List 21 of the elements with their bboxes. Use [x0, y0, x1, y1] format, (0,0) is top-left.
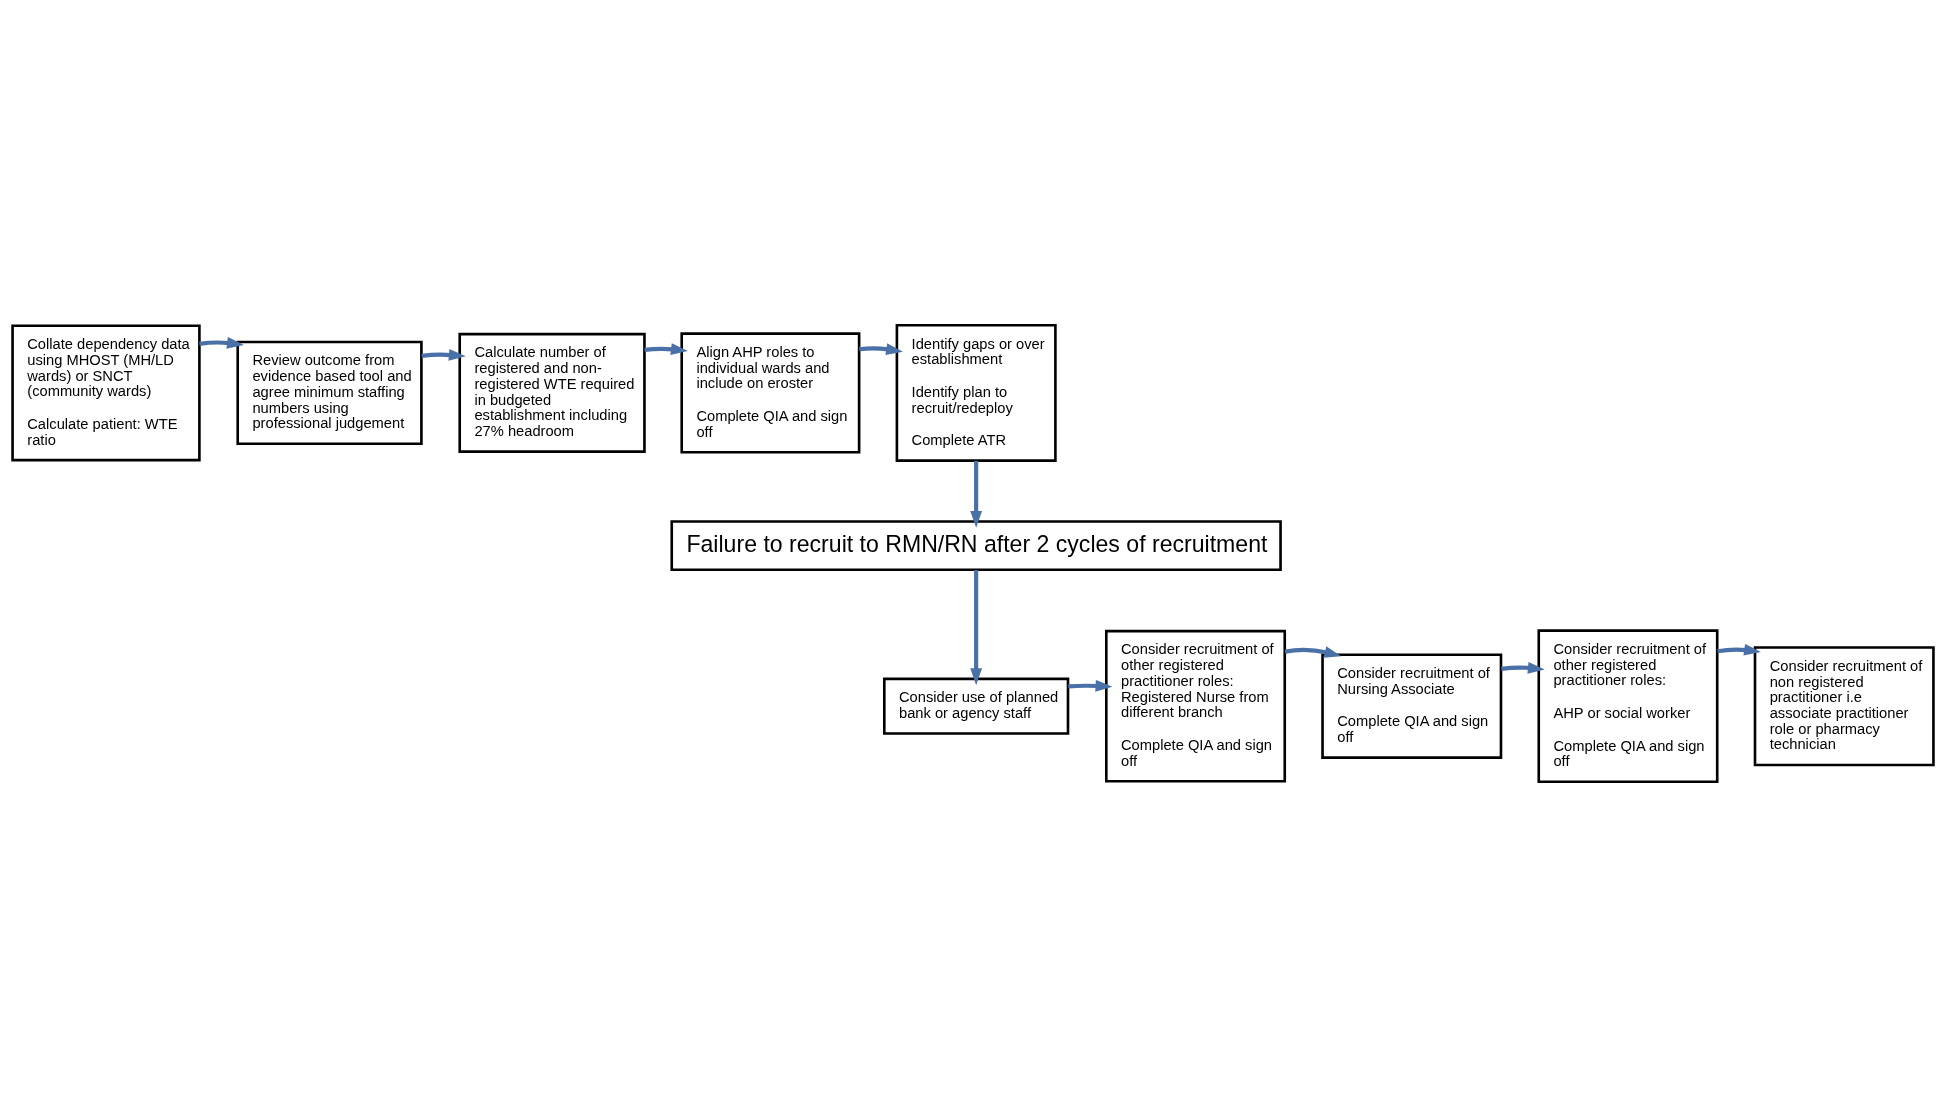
arrow — [1284, 646, 1342, 658]
node-box: Failure to recruit to RMN/RN after 2 cycles of recruitment — [670, 520, 1282, 572]
arrow — [1068, 680, 1113, 692]
node-box: Consider use of planned bank or agency staff — [883, 677, 1070, 735]
node-box: Identify gaps or over establishment Identify plan to recruit/redeploy Complete ATR — [895, 323, 1057, 462]
node-box: Align AHP roles to individual wards and include on eroster Complete QIA and sign off — [680, 332, 861, 454]
arrow — [970, 570, 983, 686]
node-box: Consider recruitment of Nursing Associate Complete QIA and sign off — [1321, 653, 1503, 759]
node-box: Consider recruitment of other registered practitioner roles: AHP or social worker Complete QIA and sign off — [1537, 629, 1719, 784]
arrow — [421, 349, 466, 361]
arrow — [859, 343, 903, 355]
arrow — [644, 343, 688, 355]
arrow — [1501, 661, 1545, 674]
node-box: Calculate number of registered and non-registered WTE required in budgeted establishment including 27% headroom — [458, 332, 646, 453]
node-box: Consider recruitment of non registered practitioner i.e associate practitioner role or pharmacy technician — [1753, 646, 1935, 767]
arrow — [199, 336, 244, 349]
arrow — [970, 460, 983, 528]
node-box: Consider recruitment of other registered practitioner roles: Registered Nurse from different branch Complete QIA and sign off — [1105, 629, 1287, 783]
node-box: Review outcome from evidence based tool and agree minimum staffing numbers using professional judgement — [236, 340, 423, 446]
node-box: Collate dependency data using MHOST (MH/LD wards) or SNCT (community wards) Calculate patient: WTE ratio — [11, 324, 201, 462]
arrow — [1717, 643, 1761, 656]
